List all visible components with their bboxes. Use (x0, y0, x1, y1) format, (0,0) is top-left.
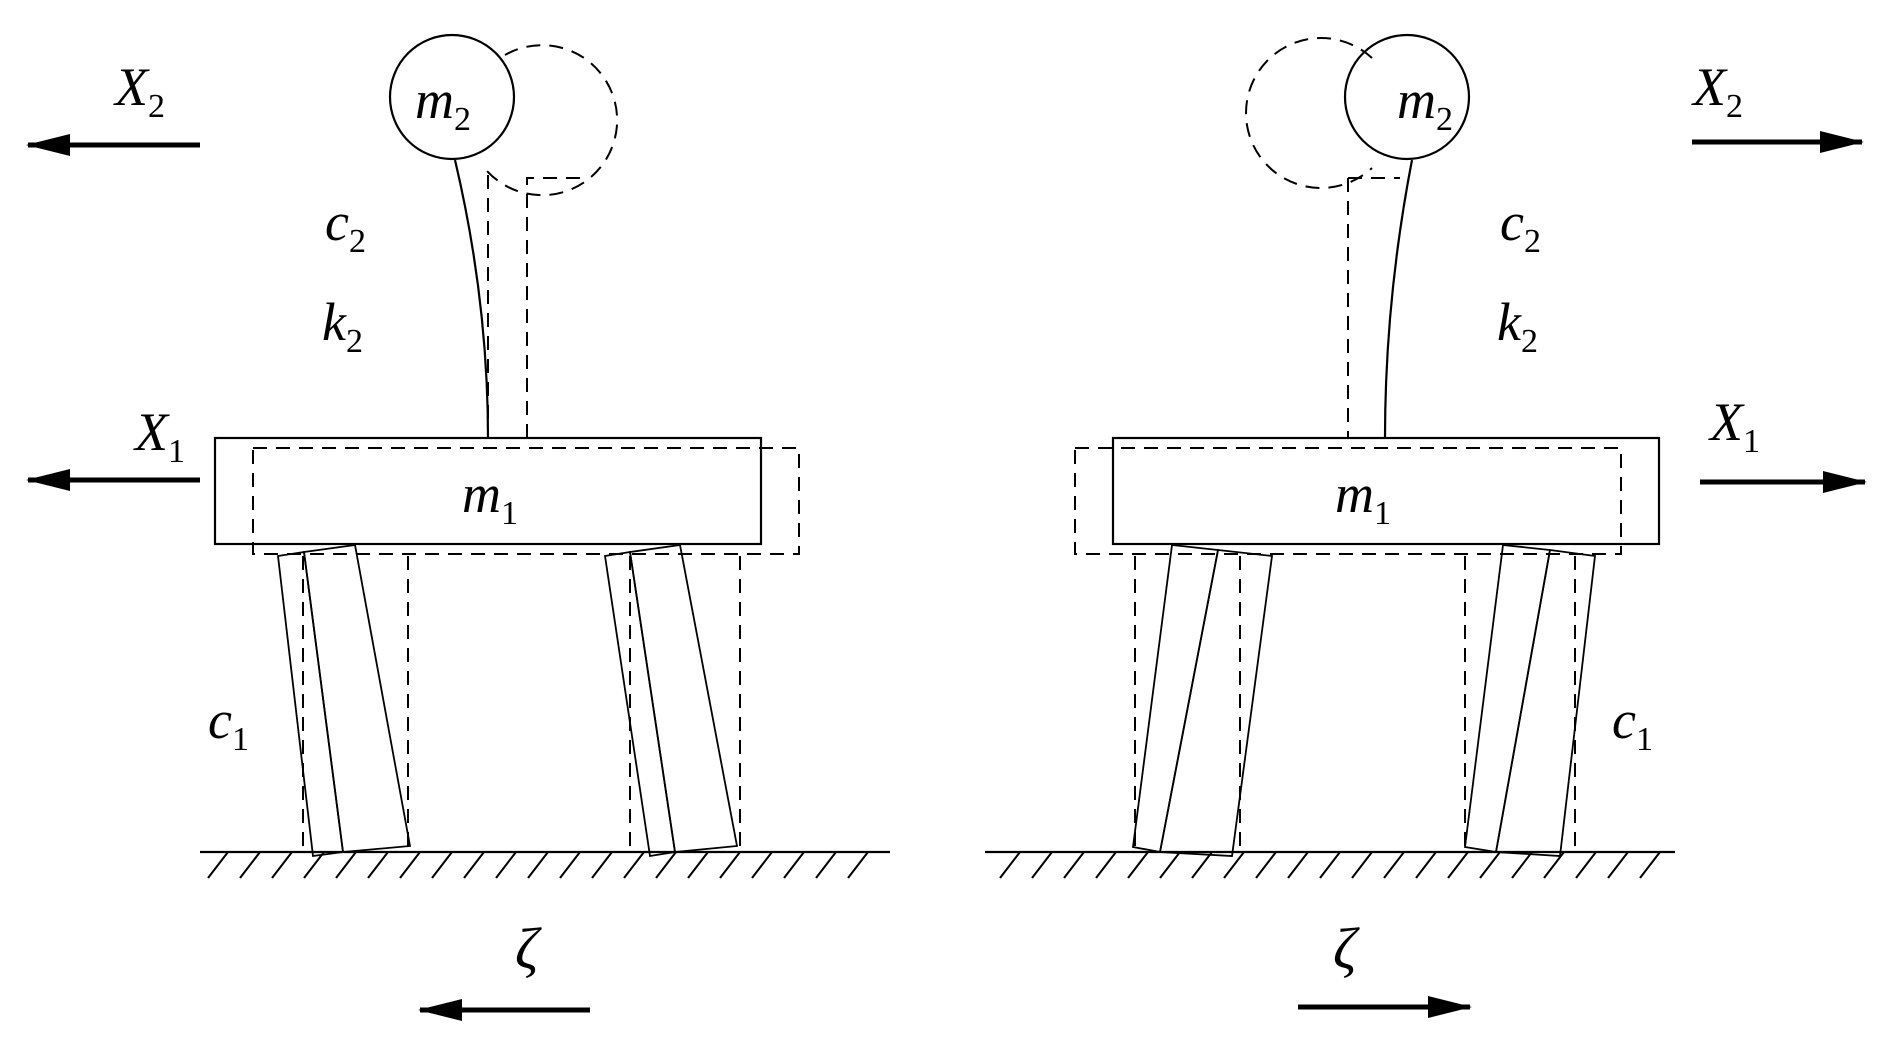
left-mass2-label: m2 (415, 70, 471, 138)
left-rod (453, 159, 490, 439)
left-leg-2-dashed (629, 556, 741, 852)
left-mass1-label: m1 (462, 464, 518, 532)
left-mass1-block (213, 436, 763, 546)
left-rod-dashed (487, 175, 580, 438)
right-mass2-circle (1343, 33, 1471, 161)
right-rod (1383, 159, 1414, 439)
left-x2-label: X2 (113, 57, 165, 125)
right-ground-hatch (999, 851, 1661, 879)
left-mass2-circle (388, 33, 516, 161)
right-x2-label: X2 (1691, 57, 1743, 125)
right-mass2-dashed-circle (1245, 37, 1373, 189)
right-zeta-label: ζ (1333, 916, 1360, 981)
right-c1-label: c1 (1612, 690, 1653, 758)
right-k2-label: k2 (1497, 292, 1538, 360)
right-leg-1 (1131, 544, 1274, 857)
left-zeta-label: ζ (515, 916, 542, 981)
right-leg-2-dashed (1464, 556, 1576, 852)
right-rod-dashed (1347, 177, 1400, 438)
right-leg-1-dashed (1134, 556, 1241, 852)
right-x1-label: X1 (1708, 392, 1760, 460)
left-x1-label: X1 (133, 402, 185, 470)
right-c2-label: c2 (1500, 192, 1541, 260)
left-c1-label: c1 (208, 690, 249, 758)
left-leg-2 (603, 543, 739, 858)
left-mass2-dashed-circle (481, 44, 619, 197)
left-mass1-dashed-block (252, 447, 800, 555)
left-panel: X2 X1 c2 k2 m2 m1 (26, 33, 890, 1021)
right-mass2-label: m2 (1397, 70, 1453, 138)
left-leg-1 (277, 543, 412, 858)
left-ground-hatch (207, 851, 869, 879)
left-leg-1-dashed (302, 556, 409, 852)
right-mass1-label: m1 (1335, 464, 1391, 532)
left-k2-label: k2 (322, 292, 363, 360)
right-mass1-block (1111, 436, 1661, 546)
right-panel: X2 X1 c2 k2 m2 m1 (985, 33, 1867, 1018)
left-c2-label: c2 (325, 192, 366, 260)
right-mass1-dashed-block (1074, 447, 1622, 555)
